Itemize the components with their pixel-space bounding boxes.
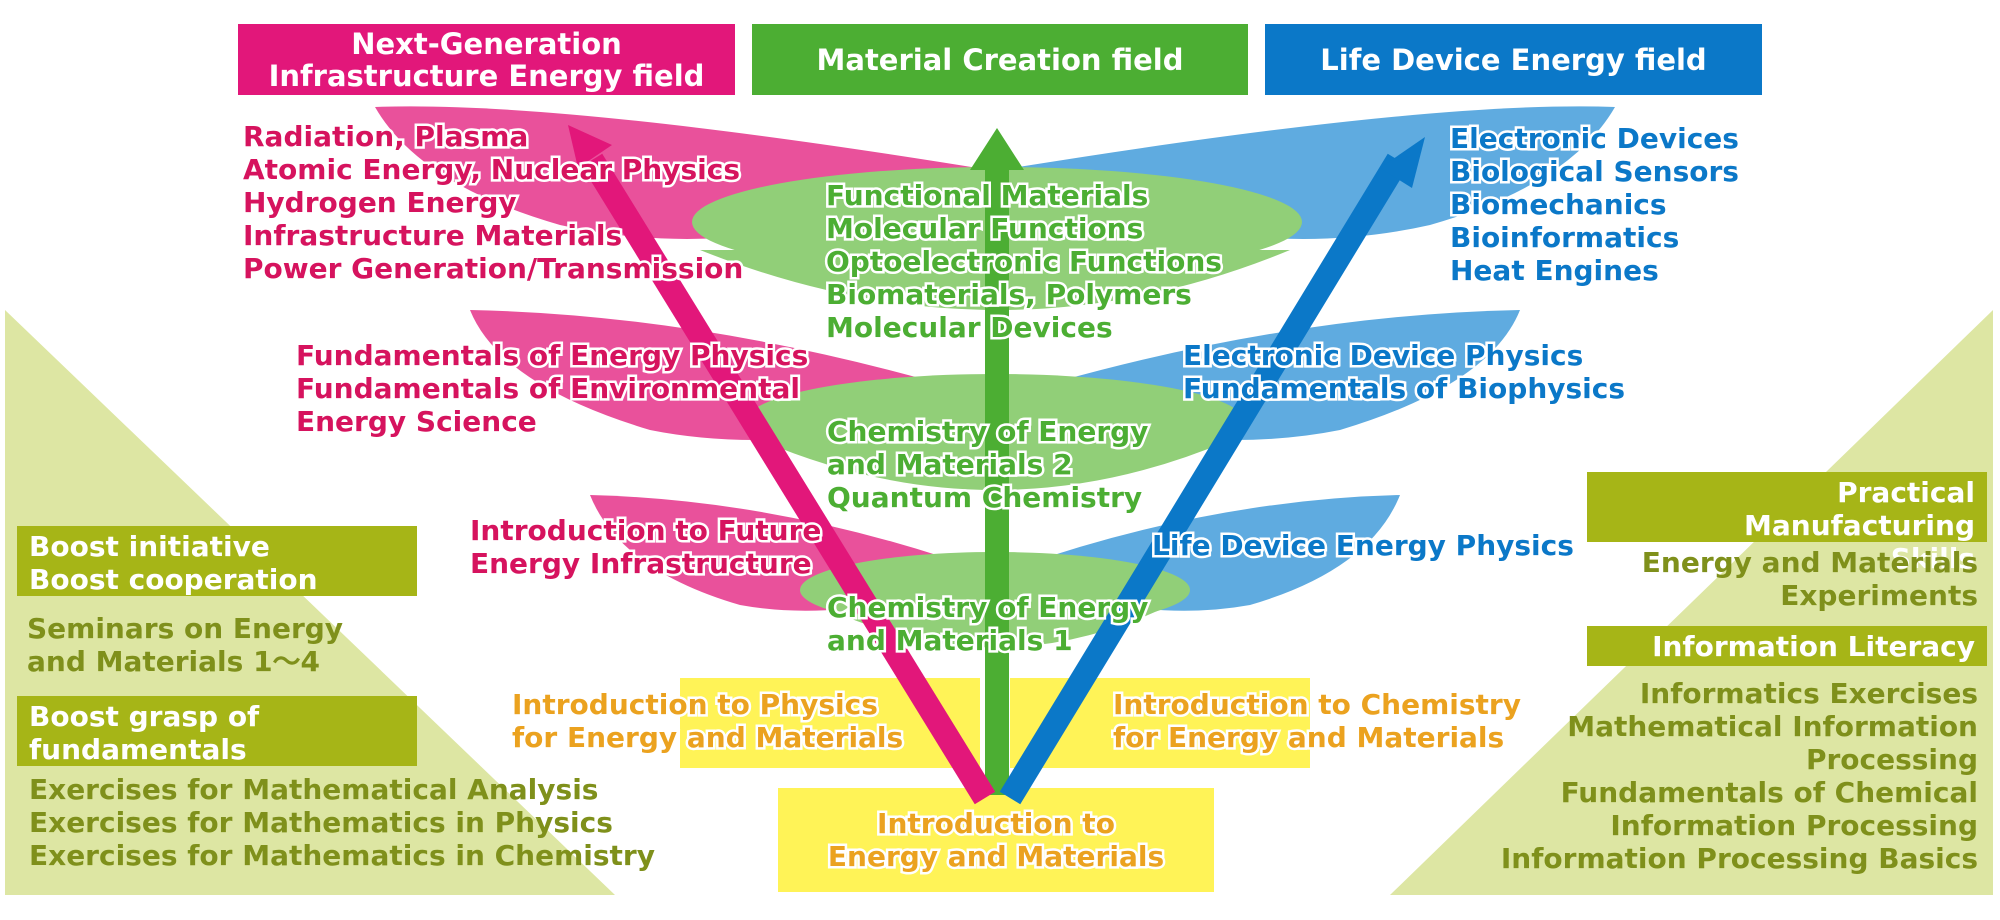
field-life-device-label: Life Device Energy field	[1320, 42, 1707, 77]
subject: Fundamentals of Biophysics	[1180, 370, 1627, 408]
arrow-blue	[999, 137, 1425, 805]
subject: Hydrogen Energy	[240, 184, 519, 222]
subject: Chemistry of Energy	[824, 589, 1150, 627]
subject: Information Processing Basics	[1500, 842, 1978, 875]
practical-skills-line2: Skills	[1890, 542, 1975, 575]
subject: Electronic Devices	[1448, 120, 1742, 158]
subject: Biomaterials, Polymers	[824, 276, 1195, 314]
subject: Exercises for Mathematics in Chemistry	[29, 839, 655, 872]
subject: and Materials 2	[824, 446, 1075, 484]
boost-fundamentals-line1: Boost grasp of	[29, 700, 260, 733]
subject: Energy Infrastructure	[467, 545, 814, 583]
infrastructure-mid-subjects: Fundamentals of Energy Physics Fundament…	[293, 337, 810, 441]
material-mid-subjects: Chemistry of Energy and Materials 2 Quan…	[824, 413, 1150, 517]
boost-initiative-box: Boost initiative Boost cooperation	[17, 526, 417, 596]
subject: Electronic Device Physics	[1180, 337, 1585, 375]
life-mid-subjects: Electronic Device Physics Fundamentals o…	[1180, 337, 1627, 408]
subject: Bioinformatics	[1448, 219, 1682, 257]
subject: Infrastructure Materials	[240, 217, 624, 255]
field-material-label: Material Creation field	[816, 42, 1184, 77]
infrastructure-low-subjects: Introduction to Future Energy Infrastruc…	[467, 512, 823, 583]
subject: Quantum Chemistry	[824, 479, 1144, 517]
subject: Biological Sensors	[1448, 153, 1742, 191]
life-top-subjects: Electronic Devices Biological Sensors Bi…	[1448, 120, 1742, 290]
intro-main-box	[778, 788, 1214, 892]
subject: Information Processing	[1610, 809, 1978, 842]
subject: Life Device Energy Physics	[1150, 527, 1577, 565]
subject: Fundamentals of Chemical	[1560, 776, 1978, 809]
subject: Energy and Materials	[1641, 546, 1978, 579]
field-life-device-header: Life Device Energy field	[1265, 24, 1762, 95]
arrow-pink	[568, 125, 996, 805]
subject: Introduction to Chemistry	[1111, 686, 1524, 724]
field-infrastructure-line2: Infrastructure Energy field	[268, 58, 705, 93]
subject: Processing	[1805, 743, 1978, 776]
field-material-header: Material Creation field	[752, 24, 1248, 95]
subject: Energy Science	[293, 403, 539, 441]
field-infrastructure-header: Next-Generation Infrastructure Energy fi…	[238, 24, 735, 95]
field-infrastructure-line1: Next-Generation	[351, 26, 622, 61]
subject: Chemistry of Energy	[824, 413, 1150, 451]
life-low-subjects: Life Device Energy Physics	[1150, 527, 1577, 565]
boost-initiative-line2: Boost cooperation	[29, 563, 318, 596]
material-low-subjects: Chemistry of Energy and Materials 1	[824, 589, 1150, 660]
subject: and Materials 1～4	[27, 645, 321, 678]
subject: Fundamentals of Environmental	[293, 370, 802, 408]
infrastructure-top-subjects: Radiation, Plasma Atomic Energy, Nuclear…	[240, 118, 745, 288]
seminars-label: Seminars on Energy and Materials 1～4	[27, 612, 343, 678]
subject: Molecular Functions	[824, 210, 1146, 248]
subject: Informatics Exercises	[1639, 677, 1978, 710]
subject: Molecular Devices	[824, 309, 1116, 347]
subject: Functional Materials	[824, 177, 1151, 215]
exercises-list: Exercises for Mathematical Analysis Exer…	[29, 773, 655, 872]
practical-skills-box: Practical Manufacturing Skills	[1587, 472, 1987, 575]
subject: Introduction to Future	[467, 512, 823, 550]
intro-chemistry-label: Introduction to Chemistry for Energy and…	[1111, 686, 1524, 757]
subject: Biomechanics	[1448, 186, 1670, 224]
subject: Radiation, Plasma	[240, 118, 530, 156]
subject: Introduction to	[875, 805, 1118, 843]
subject: Introduction to Physics	[509, 686, 880, 724]
subject: Atomic Energy, Nuclear Physics	[240, 151, 742, 189]
boost-fundamentals-box: Boost grasp of fundamentals	[17, 696, 417, 766]
subject: Exercises for Mathematics in Physics	[29, 806, 613, 839]
subject: Optoelectronic Functions	[824, 243, 1225, 281]
information-literacy-label: Information Literacy	[1652, 630, 1975, 663]
arrow-green	[970, 128, 1024, 795]
subject: Experiments	[1780, 579, 1978, 612]
subject: Seminars on Energy	[27, 612, 344, 645]
subject: for Energy and Materials	[509, 719, 905, 757]
subject: for Energy and Materials	[1111, 719, 1507, 757]
practical-skills-line1: Practical Manufacturing	[1744, 476, 1975, 542]
experiments-label: Energy and Materials Experiments	[1642, 546, 1978, 612]
subject: Heat Engines	[1448, 252, 1662, 290]
informatics-list: Informatics Exercises Mathematical Infor…	[1501, 677, 1978, 875]
subject: Energy and Materials	[825, 838, 1166, 876]
boost-fundamentals-line2: fundamentals	[29, 733, 247, 766]
boost-initiative-line1: Boost initiative	[29, 530, 270, 563]
material-top-subjects: Functional Materials Molecular Functions…	[824, 177, 1225, 347]
intro-physics-label: Introduction to Physics for Energy and M…	[509, 686, 905, 757]
right-background-triangle	[1390, 310, 1993, 895]
subject: Fundamentals of Energy Physics	[293, 337, 810, 375]
subject: Exercises for Mathematical Analysis	[29, 773, 599, 806]
subject: Power Generation/Transmission	[240, 250, 745, 288]
subject: Mathematical Information	[1567, 710, 1978, 743]
information-literacy-box: Information Literacy	[1587, 626, 1987, 666]
intro-main-label: Introduction to Energy and Materials	[778, 805, 1214, 876]
subject: and Materials 1	[824, 622, 1075, 660]
